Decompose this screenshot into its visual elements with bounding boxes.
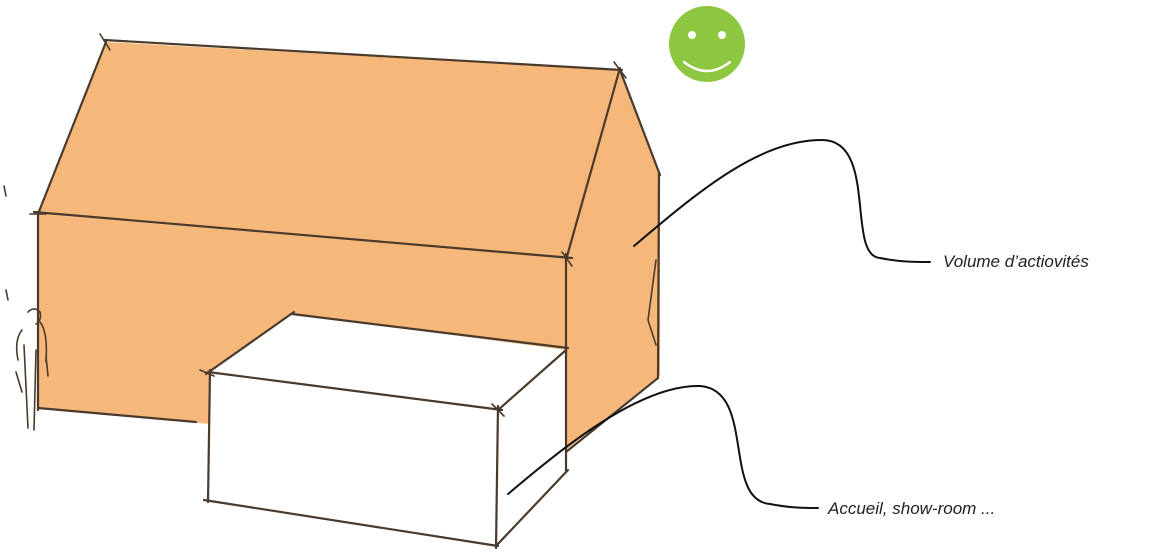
reception-box	[199, 310, 570, 550]
leader-line-reception	[507, 384, 819, 509]
label-reception: Accueil, show-room ...	[827, 499, 995, 518]
activity-volume-roof	[38, 42, 620, 258]
reception-box-front	[208, 372, 498, 546]
leader-line-activity-volume	[633, 138, 931, 263]
label-activity-volume: Volume d’actiovités	[943, 252, 1089, 271]
activity-volume-front-face	[38, 214, 566, 424]
reception-box-side	[496, 350, 566, 546]
person-sketch-icon	[3, 185, 49, 431]
reception-box-top	[210, 314, 566, 410]
activity-volume-gable	[566, 70, 660, 450]
smiley-face-icon	[669, 6, 745, 82]
